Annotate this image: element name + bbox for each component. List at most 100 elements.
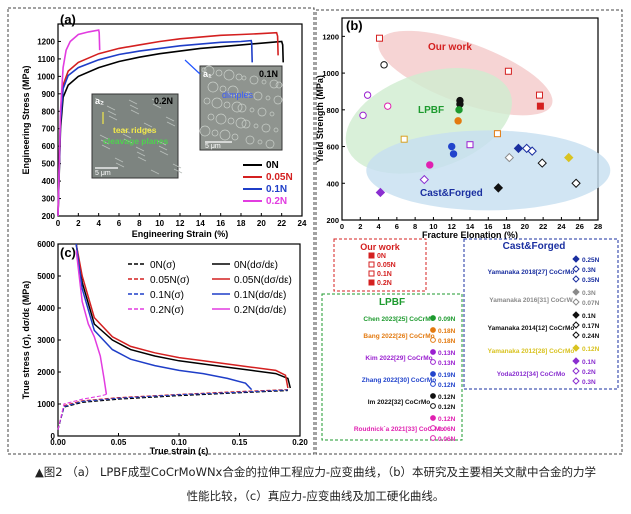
point-our-work [536,102,544,110]
legend-lpbf-marker [430,403,436,409]
inset-a2-texture [144,127,154,133]
inset-a2-texture [94,97,104,103]
x-tick-label-a: 24 [298,219,307,228]
y-tick-label-a: 500 [42,160,56,169]
legend-lpbf-marker [430,381,436,387]
region-cast [366,130,611,211]
y-tick-label-c: 0 [51,432,56,441]
inset-a2-texture [122,133,132,139]
y-tick-label-a: 1200 [37,37,55,46]
x-tick-label-b: 16 [484,222,492,231]
x-tick-label-a: 0 [56,219,61,228]
x-tick-label-a: 22 [277,219,286,228]
inset-a1-texture [245,91,251,97]
series-line-a-0.2N [57,29,101,217]
point-cast [537,158,547,168]
legend-cast-marker [572,377,580,385]
inset-a1-load: 0.1N [259,69,278,79]
inset-a2-text2: cleavage planes [103,136,168,146]
panel-label-c: (c) [60,245,76,260]
inset-a1-texture [249,75,259,85]
legend-lpbf-title: LPBF [379,297,405,308]
y-tick-label-c: 2000 [37,368,55,377]
inset-a2-texture [114,157,124,163]
y-tick-label-c: 6000 [37,240,55,249]
y-tick-label-a: 1100 [38,55,56,64]
inset-a2-texture [135,146,145,152]
point-lpbf [493,130,501,138]
legend-our-work-title: Our work [360,242,401,252]
x-tick-label-a: 4 [96,219,101,228]
inset-a1-texture [207,81,219,93]
legend-cast-load: 0.17N [582,323,600,330]
series-line-c-0.1N(σ) [57,389,288,430]
legend-cast-ref: Yamanaka 2018[27] CoCrMo [488,269,575,276]
x-axis-label-a: Engineering Strain (%) [132,229,229,239]
region-label-lpbf: LPBF [418,105,444,116]
legend-lpbf-ref: Chen 2023[25] CoCrMo [363,316,434,323]
legend-label-a: 0.05N [266,172,293,183]
region-label-our-work: Our work [428,42,472,53]
x-tick-label-a: 18 [237,219,246,228]
inset-a2-texture [150,169,160,175]
x-tick-label-c: 0.10 [171,438,187,447]
legend-label-c: 0.05N(dσ/dε) [234,275,292,286]
inset-a1-texture [273,95,283,105]
inset-a2-texture [136,151,146,157]
x-tick-label-a: 14 [196,219,205,228]
series-line-c-0.1N(dσ/dε) [75,243,253,391]
legend-label-a: 0.2N [266,196,287,207]
inset-a2-texture [159,150,169,156]
y-axis-label-b: Yield Strength (MPa) [315,75,325,163]
inset-a2 [91,93,179,179]
legend-cast-load: 0.1N [582,359,596,366]
legend-cast-ref: Yoda2012[34] CoCrMo [497,371,566,378]
legend-lpbf-load: 0.06N [438,426,456,433]
inset-a2-text1: tear ridges [113,125,157,135]
legend-label-c: 0.05N(σ) [150,275,190,286]
legend-cast-ref: Yamanaka 2016[31] CoCrW [489,297,573,304]
inset-a1-texture [253,123,259,129]
inset-a1-texture [261,79,267,85]
series-line-c-0N(dσ/dε) [75,243,292,389]
legend-our-work-marker [368,261,375,268]
legend-lpbf-marker [430,425,436,431]
legend-lpbf-load: 0.06N [438,436,456,443]
inset-a1-texture [269,79,279,89]
point-lpbf [363,91,372,99]
legend-label-a: 0N [266,160,279,171]
y-tick-label-b: 1200 [322,32,339,41]
inset-a1-texture [215,113,227,125]
legend-cast-marker [572,331,580,339]
legend-lpbf-box [321,293,463,441]
y-tick-label-a: 600 [42,142,56,151]
y-tick-label-a: 900 [42,90,56,99]
y-tick-label-c: 3000 [37,336,55,345]
legend-lpbf-load: 0.12N [438,404,456,411]
legend-label-a: 0.1N [266,184,287,195]
legend-lpbf-load: 0.13N [438,360,456,367]
legend-label-c: 0N(dσ/dε) [234,260,278,271]
inset-a1-texture [235,117,247,129]
legend-cast-load: 0.24N [582,333,600,340]
legend-our-work-item: 0.05N [377,262,396,269]
inset-a1-texture [265,139,275,149]
legend-our-work-item: 0.2N [377,280,392,287]
legend-cast-title: Cast&Forged [503,241,566,252]
inset-a1-texture [273,127,279,133]
point-lpbf [455,106,463,114]
legend-our-work-marker [368,279,375,286]
y-tick-label-b: 200 [326,216,339,225]
inset-a1-texture [211,97,223,109]
inset-a2-texture [106,105,116,111]
inset-a1-texture [227,117,235,125]
legend-our-work-marker [368,270,375,277]
y-tick-label-a: 700 [42,125,56,134]
legend-cast-marker [572,321,580,329]
y-tick-label-b: 600 [326,143,339,152]
inset-a2-texture [173,168,183,174]
legend-cast-load: 0.3N [582,290,596,297]
y-tick-label-a: 200 [42,212,56,221]
